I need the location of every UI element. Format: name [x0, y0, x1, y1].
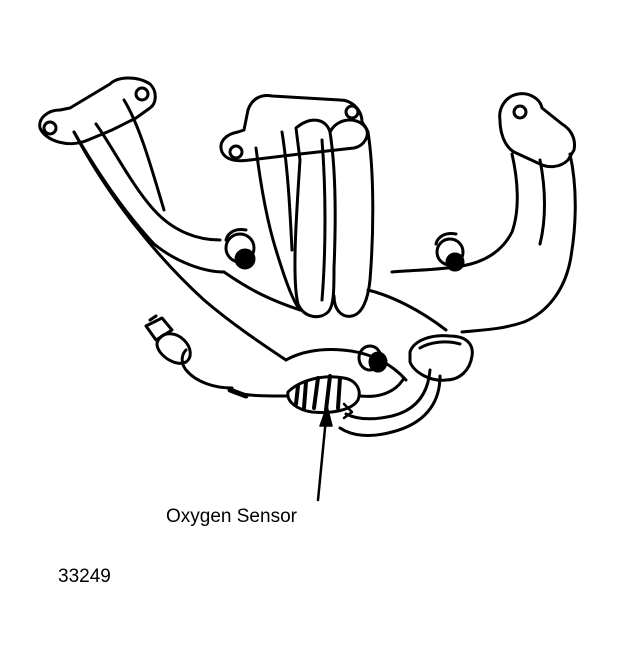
middle-tube-pair-divider — [320, 138, 327, 302]
down-pipe-inner — [344, 368, 432, 421]
right-runner — [390, 92, 577, 334]
middle-flange-hole — [228, 144, 244, 160]
harness-wire — [180, 348, 234, 390]
callout-leader — [316, 405, 333, 502]
outlet-flange-edge — [418, 340, 462, 350]
sensor-thread — [294, 380, 308, 410]
middle-flange-hole-2 — [344, 104, 360, 120]
connector-plug — [144, 316, 174, 342]
oxygen-sensor-label: Oxygen Sensor — [166, 506, 297, 527]
sensor-tip — [342, 402, 354, 420]
sensor-wire-end — [227, 387, 249, 399]
middle-tube-left-inner — [280, 130, 294, 252]
right-tube-inner — [390, 152, 519, 274]
collector — [222, 270, 474, 437]
right-flange-hole — [512, 104, 528, 120]
left-flange-hole-2 — [134, 86, 150, 102]
right-flange — [498, 92, 576, 169]
figure-number: 33249 — [58, 566, 111, 587]
down-pipe-outer — [338, 374, 442, 437]
right-tube-crease — [538, 158, 546, 246]
left-runner — [38, 76, 288, 362]
bolt-bosses — [224, 228, 465, 373]
left-flange-hole — [42, 120, 58, 136]
collector-bottom — [284, 348, 408, 382]
leader-arrowhead — [319, 405, 333, 427]
middle-tube-pair-right — [328, 118, 375, 318]
oxygen-sensor — [144, 314, 361, 420]
leader-line — [316, 416, 328, 502]
sensor-hex — [312, 374, 342, 412]
collector-top — [222, 270, 302, 312]
connector-body — [155, 332, 192, 365]
center-boss — [357, 344, 388, 373]
sensor-body — [286, 375, 361, 414]
right-boss — [434, 232, 465, 272]
left-flange — [38, 76, 157, 145]
sensor-wire — [240, 392, 290, 398]
left-tube-bottom — [94, 122, 222, 242]
right-tube-outer — [460, 152, 577, 334]
left-tube-lower-edge — [72, 130, 288, 362]
middle-tube-left-outer — [254, 146, 302, 312]
left-boss — [224, 228, 256, 270]
connector-pin — [148, 314, 158, 322]
left-tube-inner — [122, 98, 166, 212]
middle-runners — [219, 94, 375, 319]
collector-right-top — [366, 288, 448, 332]
collector-lip — [358, 376, 406, 398]
